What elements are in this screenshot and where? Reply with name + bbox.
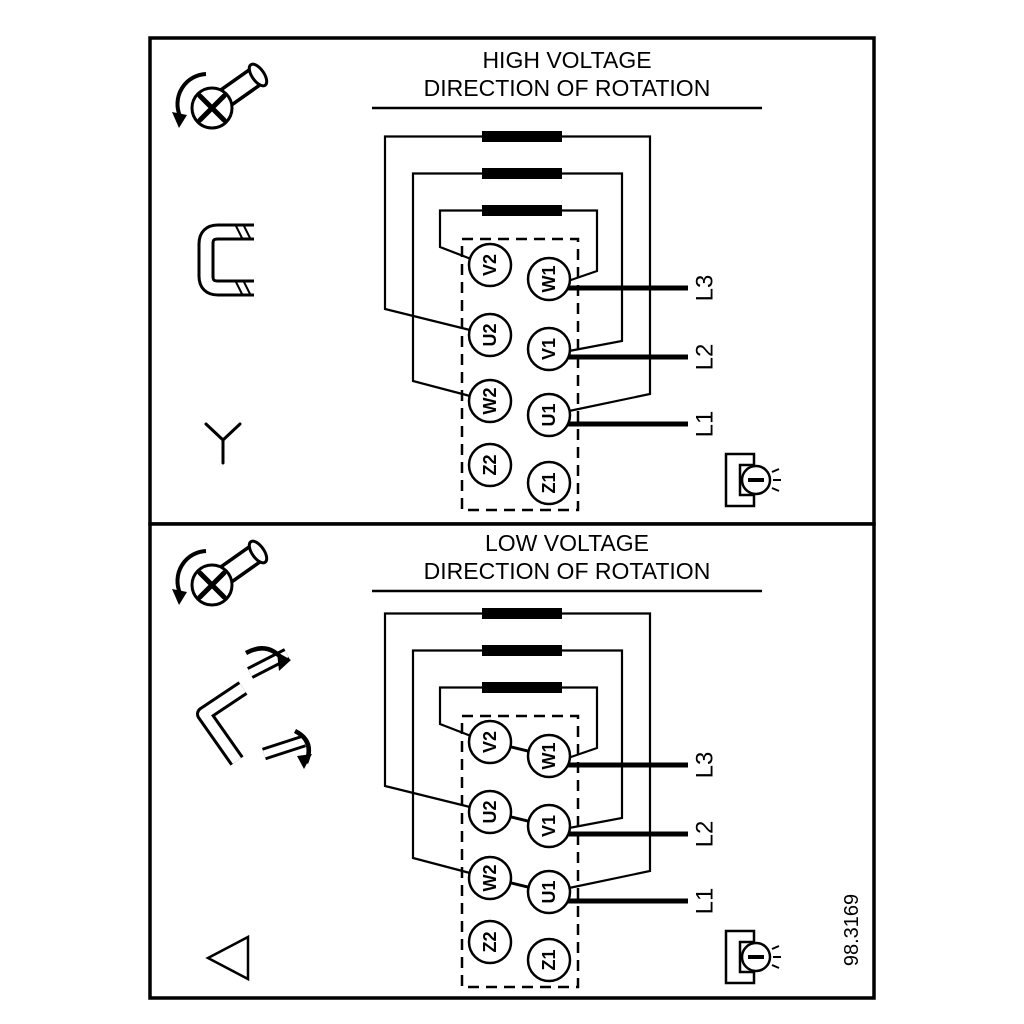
- terminal-label: U2: [480, 323, 500, 346]
- supply-label-l1: L1: [692, 411, 719, 438]
- wire-right-2: [562, 172, 624, 353]
- wire-right-3: [562, 209, 599, 283]
- bridge-w2-u1: [509, 881, 530, 889]
- bridge-v2-w1: [509, 745, 530, 753]
- terminal-label: U1: [539, 403, 559, 426]
- delta-link-main-inner: [199, 683, 246, 764]
- terminal-z2: Z2: [467, 442, 513, 488]
- terminal-label: Z2: [480, 454, 500, 475]
- rotation-arrowhead: [172, 112, 187, 128]
- ground-screw-icon: [724, 452, 781, 508]
- screw-cap-ellipse: [247, 62, 269, 88]
- rotation-arrow-arc: [175, 72, 207, 117]
- delta-bridges: [509, 745, 530, 889]
- clamp-hatching: [771, 468, 781, 492]
- terminal-circle: [526, 460, 572, 506]
- delta-arrow-1-head: [277, 652, 291, 671]
- star-symbol-strokes: [204, 422, 242, 465]
- supply-label-l2: L2: [692, 344, 719, 371]
- winding-coil-1: [482, 131, 562, 142]
- terminal-label: Z1: [539, 472, 559, 493]
- link-hatching: [235, 225, 251, 295]
- wire-right-1: [562, 135, 652, 413]
- terminal-circle: [467, 312, 513, 358]
- terminal-w1: W1: [526, 256, 572, 302]
- terminal-circle: [526, 392, 572, 438]
- winding-coil-2: [482, 168, 562, 179]
- star-link-icon: [197, 223, 254, 297]
- supply-label-l3: L3: [692, 275, 719, 302]
- screw-rotation-icon: [172, 62, 269, 130]
- terminal-circle: [467, 442, 513, 488]
- delta-symbol-icon: [205, 934, 250, 982]
- low-voltage-title: LOW VOLTAGE: [485, 530, 649, 556]
- delta-arrow-2-head: [297, 754, 312, 769]
- terminal-w2: W2: [467, 378, 513, 424]
- bridge-u2-v1: [509, 815, 530, 823]
- high-voltage-title: HIGH VOLTAGE: [482, 47, 651, 73]
- terminal-z1: Z1: [526, 460, 572, 506]
- high-voltage-subtitle: DIRECTION OF ROTATION: [424, 75, 711, 101]
- low-voltage-panel-border: [148, 522, 876, 1000]
- link-inner: [200, 226, 254, 294]
- terminal-circle: [467, 378, 513, 424]
- figure-number: 98.3169: [841, 894, 863, 966]
- terminal-label: W2: [480, 388, 500, 415]
- phillips-cross: [197, 93, 227, 123]
- wire-left-2: [411, 172, 482, 398]
- low-voltage-subtitle: DIRECTION OF ROTATION: [424, 558, 711, 584]
- terminal-v2: V2: [467, 242, 513, 288]
- star-symbol-icon: [204, 422, 242, 465]
- terminal-v1: V1: [526, 326, 572, 372]
- terminal-u2: U2: [467, 312, 513, 358]
- screw-shaft-cap: [247, 62, 269, 88]
- terminal-circle: [467, 242, 513, 288]
- terminal-label: V1: [539, 338, 559, 360]
- winding-coil-3: [482, 205, 562, 216]
- terminal-u1: U1: [526, 392, 572, 438]
- delta-links-icon: [196, 646, 312, 769]
- terminal-label: V2: [480, 254, 500, 276]
- terminal-circle: [526, 256, 572, 302]
- terminal-diagram: V2 U2 W2 Z2 W1 V1 U1 Z1: [383, 131, 719, 512]
- terminal-box: [460, 237, 580, 512]
- wire-left-3: [438, 209, 482, 261]
- terminal-label: W1: [539, 266, 559, 293]
- winding-wires: [383, 135, 652, 413]
- wire-left-1: [383, 135, 482, 332]
- terminal-circle: [526, 326, 572, 372]
- delta-link-3-inner: [262, 737, 306, 758]
- high-voltage-panel-border: [148, 36, 876, 526]
